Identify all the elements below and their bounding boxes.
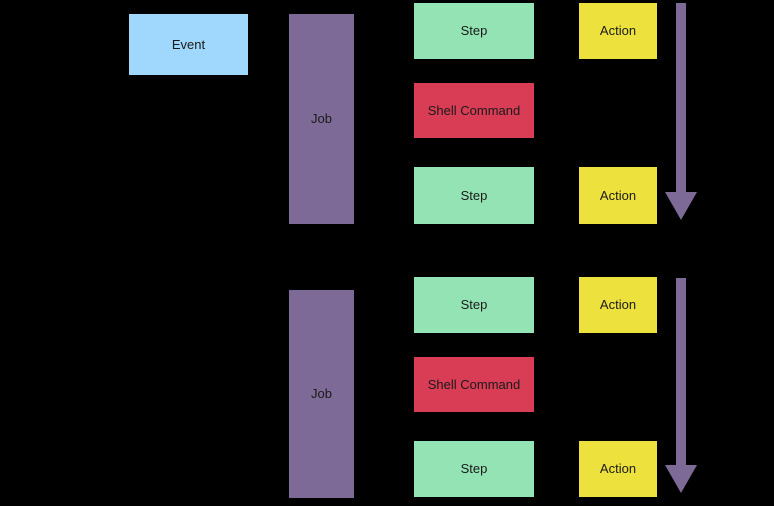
node-job: Job xyxy=(289,14,354,224)
node-label: Step xyxy=(460,23,488,39)
node-action: Action xyxy=(579,3,657,59)
node-shell-command: Shell Command xyxy=(414,83,534,138)
node-action: Action xyxy=(579,277,657,333)
node-label: Action xyxy=(599,297,637,313)
node-label: Shell Command xyxy=(427,102,521,118)
node-label: Shell Command xyxy=(427,376,521,392)
node-label: Action xyxy=(599,461,637,477)
node-label: Step xyxy=(460,461,488,477)
node-job: Job xyxy=(289,290,354,498)
node-label: Action xyxy=(599,23,637,39)
node-label: Step xyxy=(460,297,488,313)
down-arrow-icon xyxy=(665,3,697,220)
node-shell-command: Shell Command xyxy=(414,357,534,412)
node-event: Event xyxy=(129,14,248,75)
node-step: Step xyxy=(414,3,534,59)
node-label: Action xyxy=(599,187,637,203)
node-label: Event xyxy=(171,36,206,52)
node-step: Step xyxy=(414,441,534,497)
down-arrow-icon xyxy=(665,278,697,493)
node-label: Job xyxy=(311,111,332,127)
node-label: Step xyxy=(460,187,488,203)
node-action: Action xyxy=(579,167,657,224)
node-label: Job xyxy=(311,386,332,402)
node-step: Step xyxy=(414,277,534,333)
node-action: Action xyxy=(579,441,657,497)
node-step: Step xyxy=(414,167,534,224)
